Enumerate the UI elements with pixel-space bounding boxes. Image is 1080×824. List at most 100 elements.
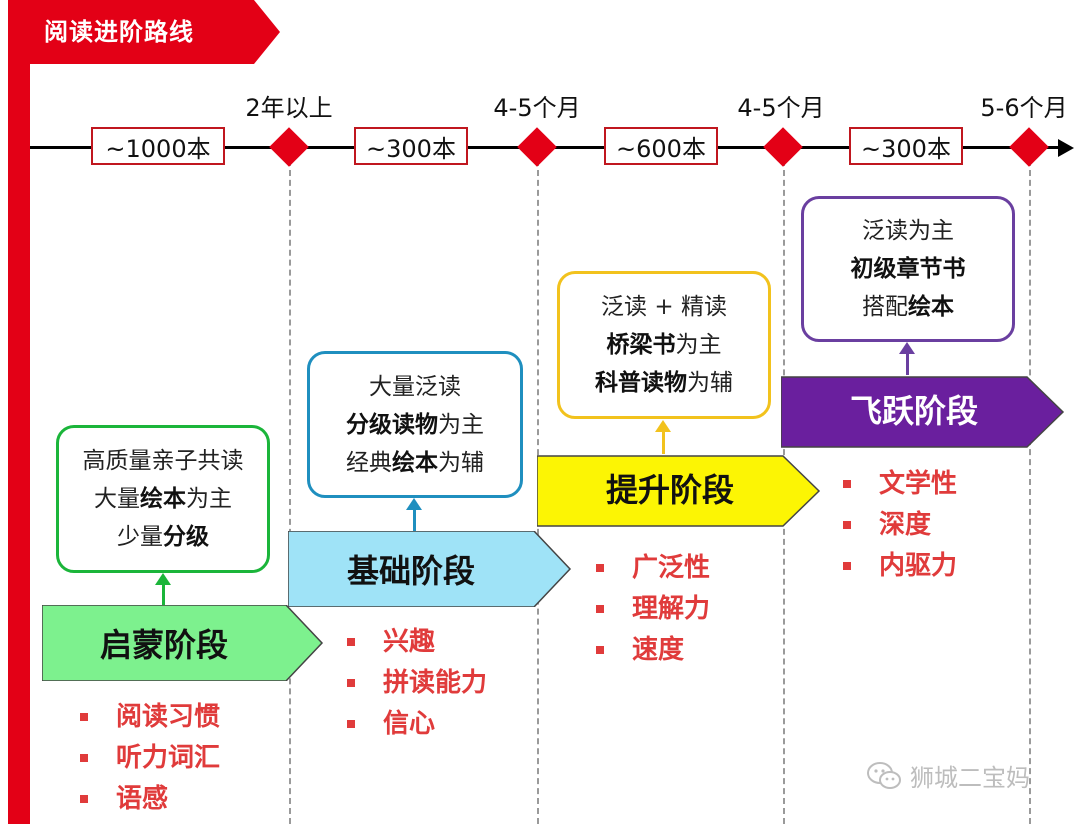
box-line-text: 搭配	[862, 294, 908, 320]
outcome-item: 文学性	[843, 464, 957, 505]
book-count-label: ~600本	[604, 127, 718, 165]
stage-banner-label-wrap: 飞跃阶段	[781, 374, 1065, 444]
box-line: 少量分级	[117, 518, 209, 556]
outcome-text: 信心	[383, 709, 436, 739]
bullet-square-icon	[596, 646, 604, 654]
book-count-label: ~1000本	[91, 127, 225, 165]
outcome-item: 拼读能力	[347, 663, 487, 704]
stage-banner-label-wrap: 启蒙阶段	[42, 605, 324, 681]
stage-description-box: 泛读为主初级章节书搭配绘本	[801, 196, 1015, 342]
box-line-emphasis: 初级章节书	[850, 256, 966, 282]
stage-banner	[288, 531, 572, 607]
box-line: 泛读为主	[862, 212, 954, 250]
stage-banner	[537, 455, 821, 527]
outcome-text: 速度	[632, 635, 685, 665]
stage-banner-label-wrap: 提升阶段	[537, 453, 821, 523]
outcome-item: 兴趣	[347, 622, 487, 663]
box-line: 分级读物为主	[346, 406, 484, 444]
box-line-text: 大量	[94, 486, 140, 512]
stage-divider	[289, 150, 291, 824]
bullet-square-icon	[843, 562, 851, 570]
book-count-label: ~300本	[849, 127, 963, 165]
box-line-text: 为主	[675, 332, 722, 358]
duration-label: 2年以上	[245, 94, 333, 122]
duration-label: 4-5个月	[737, 94, 825, 122]
watermark-text: 狮城二宝妈	[910, 764, 1030, 792]
box-line-text: 泛读为主	[862, 218, 954, 244]
outcome-item: 广泛性	[596, 548, 710, 589]
stage-banner-label-wrap: 基础阶段	[288, 531, 572, 607]
outcome-item: 听力词汇	[80, 738, 220, 779]
connector-arrow	[662, 431, 665, 454]
outcome-text: 理解力	[632, 594, 711, 624]
box-line-text: 大量泛读	[369, 373, 461, 400]
bullet-square-icon	[347, 638, 355, 646]
book-count-label: ~300本	[354, 127, 468, 165]
box-line-text: 少量	[117, 524, 163, 550]
stage-banner	[781, 376, 1065, 448]
outcome-item: 理解力	[596, 589, 710, 630]
box-line-emphasis: 绘本	[140, 486, 186, 512]
outcome-list: 阅读习惯听力词汇语感	[80, 697, 220, 820]
page-title: 阅读进阶路线	[44, 18, 194, 46]
box-line-text: 泛读 + 精读	[601, 294, 727, 320]
stage-name: 提升阶段	[605, 471, 734, 509]
box-line-emphasis: 桥梁书	[606, 332, 676, 358]
box-line: 初级章节书	[851, 250, 966, 288]
bullet-square-icon	[347, 679, 355, 687]
stage-banner	[42, 605, 324, 681]
milestone-diamond	[763, 127, 803, 167]
outcome-text: 兴趣	[383, 627, 436, 657]
outcome-list: 广泛性理解力速度	[596, 548, 710, 671]
stage-description-box: 泛读 + 精读桥梁书为主科普读物为辅	[557, 271, 771, 419]
milestone-diamond	[517, 127, 557, 167]
outcome-text: 深度	[879, 510, 932, 540]
watermark: 狮城二宝妈	[866, 758, 1030, 793]
outcome-text: 听力词汇	[116, 743, 221, 773]
connector-arrow-tip	[406, 498, 422, 510]
box-line: 高质量亲子共读	[83, 442, 244, 480]
box-line-text: 为辅	[687, 370, 733, 396]
box-line-emphasis: 科普读物	[595, 370, 687, 396]
stage-name: 启蒙阶段	[99, 626, 228, 664]
box-line-text: 为主	[186, 486, 232, 512]
box-line-text: 高质量亲子共读	[82, 448, 244, 474]
bullet-square-icon	[80, 795, 88, 803]
box-line: 大量泛读	[369, 368, 461, 406]
box-line: 搭配绘本	[862, 288, 954, 326]
box-line: 大量绘本为主	[94, 480, 232, 518]
stage-divider	[1029, 150, 1031, 824]
box-line: 桥梁书为主	[607, 326, 722, 364]
box-line-emphasis: 分级读物	[346, 411, 438, 438]
milestone-diamond	[269, 127, 309, 167]
outcome-item: 速度	[596, 630, 710, 671]
stage-name: 基础阶段	[346, 552, 475, 590]
outcome-item: 内驱力	[843, 546, 957, 587]
bullet-square-icon	[80, 713, 88, 721]
bullet-square-icon	[843, 521, 851, 529]
outcome-text: 拼读能力	[383, 668, 488, 698]
box-line: 经典绘本为辅	[346, 444, 484, 482]
stage-description-box: 大量泛读分级读物为主经典绘本为辅	[307, 351, 523, 498]
outcome-text: 广泛性	[632, 553, 711, 583]
stage-name: 飞跃阶段	[849, 392, 978, 430]
box-line-emphasis: 绘本	[392, 449, 438, 476]
box-line: 泛读 + 精读	[601, 288, 727, 326]
outcome-item: 信心	[347, 704, 487, 745]
outcome-list: 兴趣拼读能力信心	[347, 622, 487, 745]
bullet-square-icon	[347, 720, 355, 728]
outcome-text: 文学性	[879, 469, 958, 499]
stage-description-box: 高质量亲子共读大量绘本为主少量分级	[56, 425, 270, 573]
outcome-text: 阅读习惯	[116, 702, 221, 732]
outcome-item: 语感	[80, 779, 220, 820]
duration-label: 4-5个月	[493, 94, 581, 122]
connector-arrow	[906, 353, 909, 375]
connector-arrow	[162, 584, 165, 606]
box-line-text: 经典	[346, 449, 392, 476]
bullet-square-icon	[596, 564, 604, 572]
outcome-list: 文学性深度内驱力	[843, 464, 957, 587]
connector-arrow-tip	[655, 420, 671, 432]
left-accent-bar	[8, 0, 30, 824]
box-line-emphasis: 绘本	[908, 294, 954, 320]
connector-arrow-tip	[155, 573, 171, 585]
